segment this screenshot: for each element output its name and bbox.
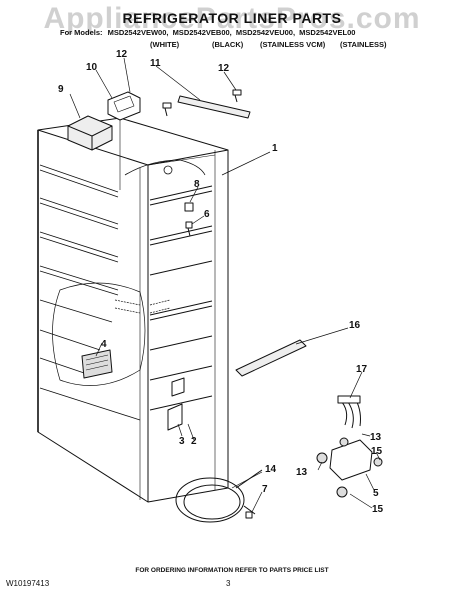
liner-body: [37, 117, 229, 503]
callout-11: 11: [150, 58, 161, 69]
callout-13b: 13: [296, 467, 308, 478]
callout-4: 4: [101, 339, 107, 350]
screw-part: [162, 89, 242, 117]
finish-label: (STAINLESS): [340, 40, 387, 49]
page-title: REFRIGERATOR LINER PARTS: [122, 10, 342, 26]
control-housing-part: [67, 115, 113, 151]
models-row: For Models: MSD2542VEW00, MSD2542VEB00, …: [60, 28, 440, 37]
model-number: MSD2542VEB00,: [172, 28, 232, 37]
trim-strip-part: [177, 95, 251, 119]
callout-12: 12: [116, 49, 128, 60]
model-number: MSD2542VEL00: [299, 28, 356, 37]
callout-12b: 12: [218, 63, 230, 74]
callout-15b: 15: [372, 504, 384, 515]
callout-10: 10: [86, 62, 98, 73]
screw-part: [245, 511, 253, 519]
watermark: AppliancePartsPros.com: [43, 2, 421, 35]
lamp-housing-part: [316, 437, 383, 498]
callout-7: 7: [262, 484, 268, 495]
callout-5: 5: [373, 488, 379, 499]
document-number: W10197413: [6, 579, 50, 588]
model-number: MSD2542VEU00,: [235, 28, 296, 37]
callout-2: 2: [191, 436, 197, 447]
wire-harness-part: [337, 395, 361, 429]
light-shield-part: [81, 349, 113, 379]
tubing-coil-part: [175, 469, 263, 523]
callout-1: 1: [272, 143, 278, 154]
callout-17: 17: [356, 364, 368, 375]
callout-13: 13: [370, 432, 382, 443]
finish-label: (BLACK): [212, 40, 244, 49]
model-number: MSD2542VEW00,: [107, 28, 169, 37]
finish-label: (WHITE): [150, 40, 180, 49]
callout-16: 16: [349, 320, 361, 331]
finish-label: (STAINLESS VCM): [260, 40, 326, 49]
callout-15: 15: [371, 446, 383, 457]
rail-part: [235, 339, 307, 377]
fastener-part: [184, 202, 194, 237]
callout-3: 3: [179, 436, 185, 447]
callout-6: 6: [204, 209, 210, 220]
models-prefix: For Models:: [60, 28, 103, 37]
ordering-note: FOR ORDERING INFORMATION REFER TO PARTS …: [135, 567, 329, 574]
callout-9: 9: [58, 84, 64, 95]
bracket-part: [107, 91, 141, 121]
page-number: 3: [226, 579, 231, 588]
guide-part: [167, 377, 185, 431]
callout-14: 14: [265, 464, 277, 475]
callout-8: 8: [194, 179, 200, 190]
